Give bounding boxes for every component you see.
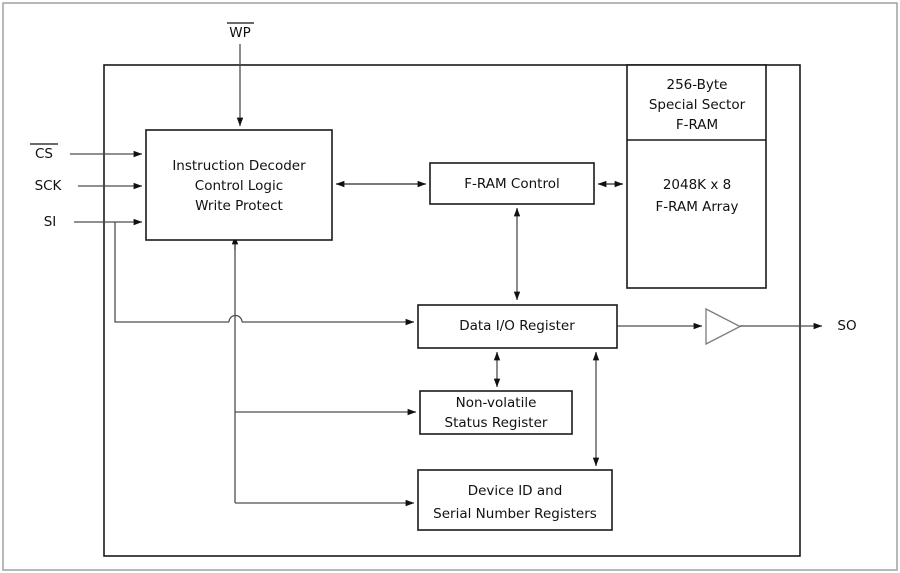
device-id-line-1: Device ID and [468,483,563,499]
device-id-line-2: Serial Number Registers [433,506,597,522]
label-special-sector: 256-Byte Special Sector F-RAM [649,77,746,133]
label-device-id-register: Device ID and Serial Number Registers [433,483,597,522]
pin-label-cs-text: CS [35,146,53,162]
pin-label-si: SI [44,214,57,230]
label-data-io-register: Data I/O Register [459,318,575,334]
pin-label-cs: CS [30,143,58,162]
block-data-io-register[interactable] [417,304,618,349]
wire-si-branch-to-data-io [114,222,229,323]
special-sector-line-1: 256-Byte [666,77,727,93]
pin-label-sck: SCK [35,178,63,194]
chip-boundary [103,64,801,557]
label-fram-array: 2048K x 8 F-RAM Array [655,177,738,215]
instruction-decoder-line-2: Control Logic [195,178,283,194]
fram-array-line-1: 2048K x 8 [663,177,731,193]
label-fram-control: F-RAM Control [464,176,559,192]
label-instruction-decoder: Instruction Decoder Control Logic Write … [172,158,306,214]
pin-label-wp: WP [227,22,254,41]
block-status-register[interactable] [419,390,573,435]
pin-label-wp-text: WP [229,25,251,41]
label-status-register: Non-volatile Status Register [445,395,548,431]
block-instruction-decoder[interactable] [145,129,333,241]
block-fram-memory [626,64,767,289]
status-register-line-1: Non-volatile [456,395,537,411]
output-buffer-triangle [705,307,742,346]
special-sector-line-2: Special Sector [649,97,746,113]
fram-array-line-2: F-RAM Array [655,199,738,215]
block-device-id-register[interactable] [417,469,613,531]
status-register-line-2: Status Register [445,415,548,431]
instruction-decoder-line-1: Instruction Decoder [172,158,306,174]
pin-label-so: SO [837,318,856,334]
special-sector-line-3: F-RAM [676,117,718,133]
block-fram-control[interactable] [429,162,595,205]
instruction-decoder-line-3: Write Protect [195,198,283,214]
